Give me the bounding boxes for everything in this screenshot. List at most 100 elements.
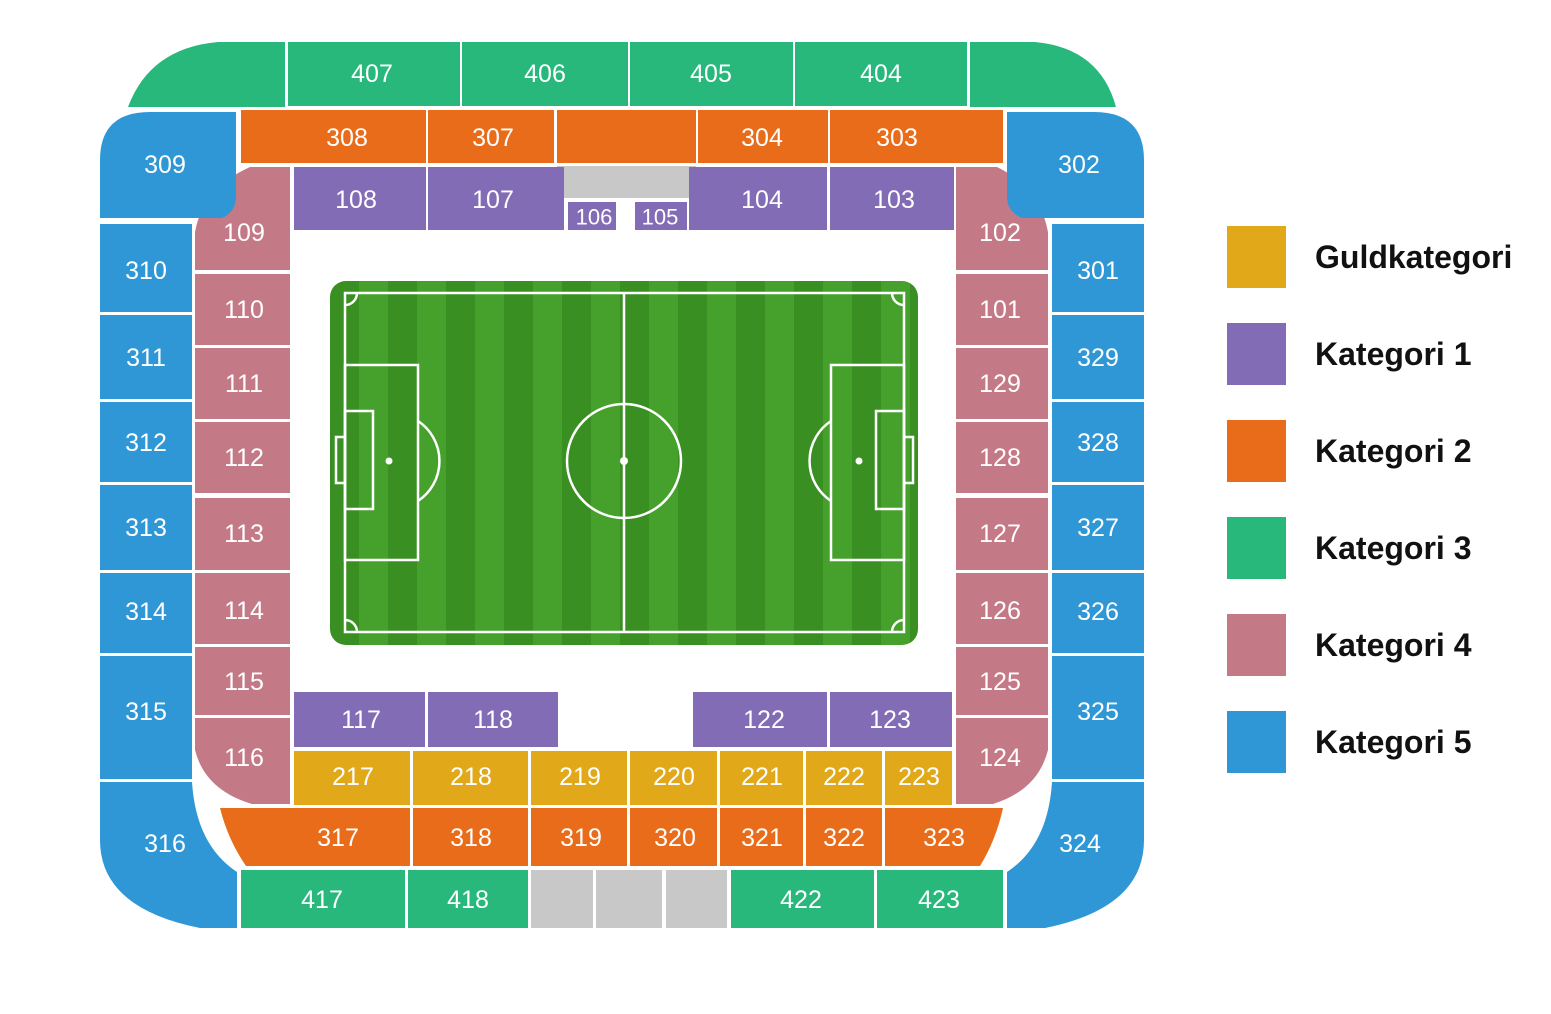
- section-217[interactable]: 217: [294, 751, 410, 805]
- section-shape: [531, 808, 627, 866]
- section-320[interactable]: 320: [630, 808, 717, 866]
- legend-swatch: [1227, 323, 1286, 385]
- left-penalty-spot: [385, 457, 393, 465]
- section-417[interactable]: 417: [241, 870, 405, 928]
- section-314[interactable]: 314: [100, 573, 192, 653]
- section-221[interactable]: 221: [720, 751, 803, 805]
- section-shape: [956, 498, 1048, 570]
- section-312[interactable]: 312: [100, 402, 192, 482]
- section-114[interactable]: 114: [195, 573, 290, 644]
- section-115[interactable]: 115: [195, 647, 290, 715]
- section-325[interactable]: 325: [1052, 656, 1144, 779]
- section-129[interactable]: 129: [956, 348, 1048, 419]
- section-shape: [195, 498, 290, 570]
- section-405[interactable]: 405: [630, 42, 793, 106]
- section-322[interactable]: 322: [806, 808, 882, 866]
- section-113[interactable]: 113: [195, 498, 290, 570]
- section-111[interactable]: 111: [195, 348, 290, 419]
- section-126[interactable]: 126: [956, 573, 1048, 644]
- section-label: 115: [224, 668, 264, 696]
- section-shape: [630, 751, 717, 805]
- section-315[interactable]: 315: [100, 656, 192, 779]
- section-316[interactable]: 316: [100, 782, 237, 928]
- section-shape: [408, 870, 528, 928]
- section-103[interactable]: 103: [830, 167, 954, 230]
- section-116[interactable]: 116: [195, 718, 290, 804]
- section-104[interactable]: 104: [689, 167, 827, 230]
- section-107[interactable]: 107: [428, 167, 564, 230]
- section-124[interactable]: 124: [956, 718, 1048, 804]
- section-112[interactable]: 112: [195, 422, 290, 493]
- section-321[interactable]: 321: [720, 808, 803, 866]
- section-label: 219: [559, 763, 601, 791]
- section-118[interactable]: 118: [428, 692, 558, 747]
- section-328[interactable]: 328: [1052, 402, 1144, 482]
- section-422[interactable]: 422: [731, 870, 874, 928]
- section-label: 103: [873, 186, 915, 214]
- section-label: 422: [780, 886, 822, 914]
- section-423[interactable]: 423: [877, 870, 1003, 928]
- section-324[interactable]: 324: [1007, 782, 1144, 928]
- section-127[interactable]: 127: [956, 498, 1048, 570]
- right-penalty-arc: [808, 419, 832, 503]
- section-327[interactable]: 327: [1052, 485, 1144, 570]
- section-311[interactable]: 311: [100, 315, 192, 399]
- section-125[interactable]: 125: [956, 647, 1048, 715]
- section-309[interactable]: 309: [100, 112, 236, 218]
- legend-swatch: [1227, 614, 1286, 676]
- section-223[interactable]: 223: [885, 751, 952, 805]
- section-shape: [795, 42, 967, 106]
- section-108[interactable]: 108: [294, 167, 426, 230]
- section-301[interactable]: 301: [1052, 224, 1144, 312]
- section-shape: [956, 422, 1048, 493]
- section-407[interactable]: 407: [288, 42, 460, 106]
- unavailable-block: [531, 870, 593, 928]
- section-218[interactable]: 218: [413, 751, 528, 805]
- section-222[interactable]: 222: [806, 751, 882, 805]
- section-shape: [531, 751, 627, 805]
- section-318[interactable]: 318: [413, 808, 528, 866]
- section-106[interactable]: 106: [568, 202, 616, 230]
- section-319[interactable]: 319: [531, 808, 627, 866]
- section-123[interactable]: 123: [830, 692, 952, 747]
- section-313[interactable]: 313: [100, 485, 192, 570]
- section-307[interactable]: 307: [428, 110, 554, 163]
- section-label: 326: [1077, 598, 1119, 626]
- section-label: 122: [743, 706, 785, 734]
- section-shape: [693, 692, 827, 747]
- section-shape: [195, 573, 290, 644]
- section-label: 417: [301, 886, 343, 914]
- section-122[interactable]: 122: [693, 692, 827, 747]
- section-shape: [100, 485, 192, 570]
- section-shape: [195, 718, 290, 804]
- section-310[interactable]: 310: [100, 224, 192, 312]
- section-shape: [885, 751, 952, 805]
- section-302[interactable]: 302: [1007, 112, 1144, 218]
- section-label: 321: [741, 824, 783, 852]
- section-110[interactable]: 110: [195, 274, 290, 345]
- section-418[interactable]: 418: [408, 870, 528, 928]
- section-shape: [698, 110, 828, 163]
- section-117[interactable]: 117: [294, 692, 425, 747]
- section-105[interactable]: 105: [635, 202, 687, 230]
- section-317[interactable]: 317: [220, 808, 410, 866]
- section-304[interactable]: 304: [698, 110, 828, 163]
- legend-label: Kategori 5: [1315, 724, 1472, 760]
- section-406[interactable]: 406: [462, 42, 628, 106]
- legend-label: Kategori 2: [1315, 433, 1472, 469]
- section-329[interactable]: 329: [1052, 315, 1144, 399]
- section-308[interactable]: 308: [241, 110, 426, 163]
- section-219[interactable]: 219: [531, 751, 627, 805]
- section-101[interactable]: 101: [956, 274, 1048, 345]
- section-303[interactable]: 303: [830, 110, 1003, 163]
- section-shape: [428, 167, 564, 230]
- section-323[interactable]: 323: [885, 808, 1003, 866]
- section-shape: [294, 692, 425, 747]
- section-128[interactable]: 128: [956, 422, 1048, 493]
- legend-item-gold: Guldkategori: [1227, 226, 1527, 288]
- section-326[interactable]: 326: [1052, 573, 1144, 653]
- section-220[interactable]: 220: [630, 751, 717, 805]
- section-shape: [100, 315, 192, 399]
- section-404[interactable]: 404: [795, 42, 967, 106]
